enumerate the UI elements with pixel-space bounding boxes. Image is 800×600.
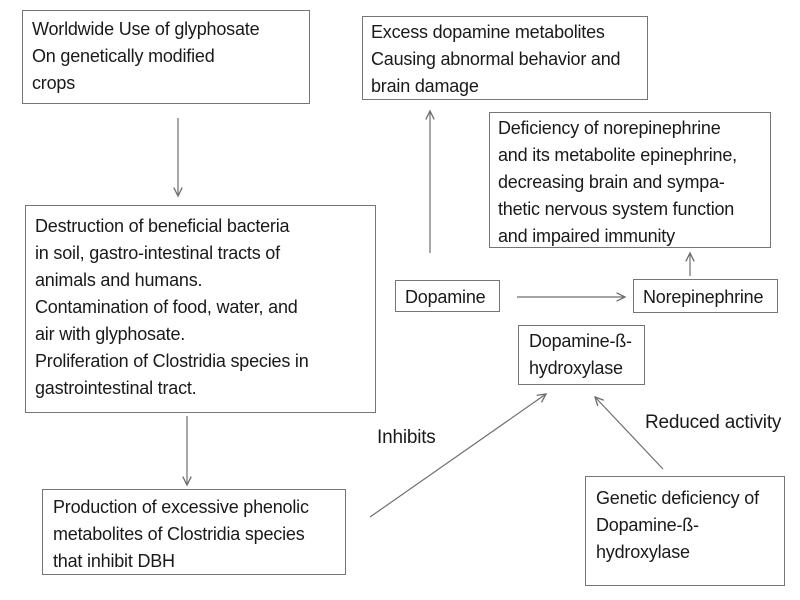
node-genetic-dbh-deficiency-text: Genetic deficiency of Dopamine-ß- hydrox… [596, 488, 759, 562]
node-worldwide-glyphosate-use-text: Worldwide Use of glyphosate On genetical… [32, 19, 260, 93]
node-excess-dopamine-metabolites: Excess dopamine metabolites Causing abno… [362, 16, 648, 100]
node-norepinephrine-text: Norepinephrine [643, 287, 764, 307]
edge-label-inhibits: Inhibits [377, 427, 436, 448]
node-dopamine-beta-hydroxylase-text: Dopamine-ß- hydroxylase [529, 331, 632, 378]
node-phenolic-metabolites-production: Production of excessive phenolic metabol… [42, 489, 346, 575]
arrow-production-to-dbh [369, 393, 548, 518]
node-norepinephrine-deficiency-text: Deficiency of norepinephrine and its met… [498, 118, 737, 246]
node-dopamine-text: Dopamine [405, 287, 486, 307]
node-norepinephrine: Norepinephrine [633, 279, 778, 313]
node-phenolic-metabolites-production-text: Production of excessive phenolic metabol… [53, 497, 309, 571]
node-bacteria-destruction-text: Destruction of beneficial bacteria in so… [35, 216, 309, 398]
node-dopamine: Dopamine [395, 280, 500, 312]
node-norepinephrine-deficiency: Deficiency of norepinephrine and its met… [489, 112, 771, 248]
node-dopamine-beta-hydroxylase: Dopamine-ß- hydroxylase [518, 325, 645, 385]
node-bacteria-destruction: Destruction of beneficial bacteria in so… [25, 205, 376, 413]
node-worldwide-glyphosate-use: Worldwide Use of glyphosate On genetical… [22, 10, 310, 104]
node-excess-dopamine-metabolites-text: Excess dopamine metabolites Causing abno… [371, 22, 621, 96]
edge-label-reduced-activity: Reduced activity [645, 412, 782, 433]
node-genetic-dbh-deficiency: Genetic deficiency of Dopamine-ß- hydrox… [585, 476, 785, 586]
